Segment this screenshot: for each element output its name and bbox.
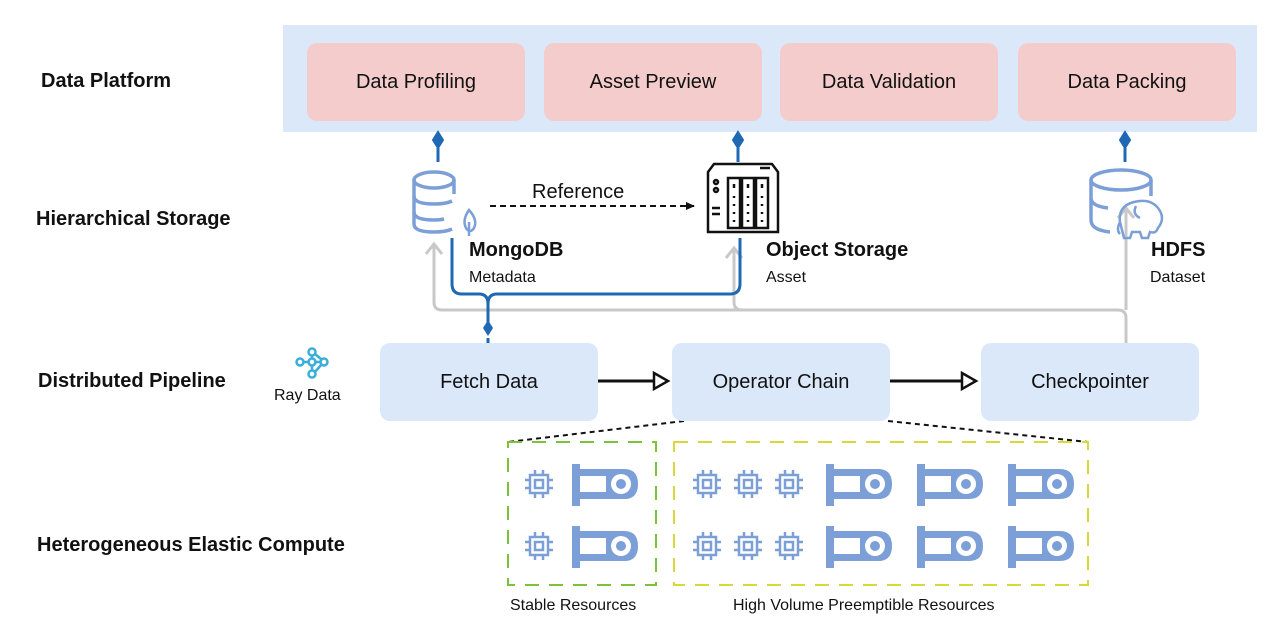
stage-operator-chain[interactable]: Operator Chain [672,343,890,421]
zoom-line-left [507,420,685,443]
layer-label-compute: Heterogeneous Elastic Compute [37,534,345,556]
gpu-card-icon [1008,526,1074,568]
module-data-packing[interactable]: Data Packing [1018,43,1236,121]
mongodb-subtitle: Metadata [469,269,536,286]
preemptible-resources-label: High Volume Preemptible Resources [733,597,995,614]
hadoop-elephant-icon [1116,199,1164,240]
gray-arrowhead-mongodb [424,241,444,255]
object-storage-subtitle: Asset [766,269,807,286]
stage-checkpointer[interactable]: Checkpointer [981,343,1199,421]
layer-label-platform: Data Platform [41,70,172,92]
gpu-card-icon [1008,464,1074,506]
gpu-card-icon [572,464,638,506]
hdfs-subtitle: Dataset [1150,269,1206,286]
blue-brace-right [486,238,742,305]
hdfs-title: HDFS [1151,239,1206,261]
platform-diamond-connectors [431,130,1132,162]
diamond-mongodb [431,130,445,150]
cpu-chip-icon [734,470,762,498]
pipeline-arrows [598,370,979,392]
object-storage-nas-icon [706,162,780,234]
gpu-card-icon [917,526,983,568]
gpu-card-icon [917,464,983,506]
stable-resources-frame [507,441,657,586]
compute-icons [525,464,1074,568]
blue-storage-links [450,238,742,322]
module-asset-preview[interactable]: Asset Preview [544,43,762,121]
gpu-card-icon [572,526,638,568]
mongodb-database-icon [412,170,477,236]
gray-line-to-object-storage [732,248,743,312]
cpu-chip-icon [693,470,721,498]
gpu-card-icon [826,526,892,568]
cpu-chip-icon [775,470,803,498]
stable-resources-label: Stable Resources [510,597,637,614]
mongodb-title: MongoDB [469,239,564,261]
cpu-chip-icon [525,532,553,560]
preemptible-resources-frame [673,441,1089,586]
layer-label-pipeline: Distributed Pipeline [38,370,226,392]
cpu-chip-icon [693,532,721,560]
diamond-object-storage [731,130,745,150]
ray-data-label: Ray Data [274,387,341,404]
cpu-chip-icon [734,532,762,560]
diamond-hdfs [1118,130,1132,150]
gray-line-to-mongodb [432,244,1128,343]
hdfs-database-icon [1089,168,1164,240]
zoom-line-right [887,420,1089,443]
module-data-validation[interactable]: Data Validation [780,43,998,121]
module-data-profiling[interactable]: Data Profiling [307,43,525,121]
reference-label: Reference [532,181,625,203]
stage-fetch-data[interactable]: Fetch Data [380,343,598,421]
gpu-card-icon [826,464,892,506]
object-storage-title: Object Storage [766,239,909,261]
blue-diamond-fetch [483,320,493,336]
ray-data-icon [295,347,329,379]
cpu-chip-icon [775,532,803,560]
cpu-chip-icon [525,470,553,498]
layer-label-storage: Hierarchical Storage [36,208,231,230]
